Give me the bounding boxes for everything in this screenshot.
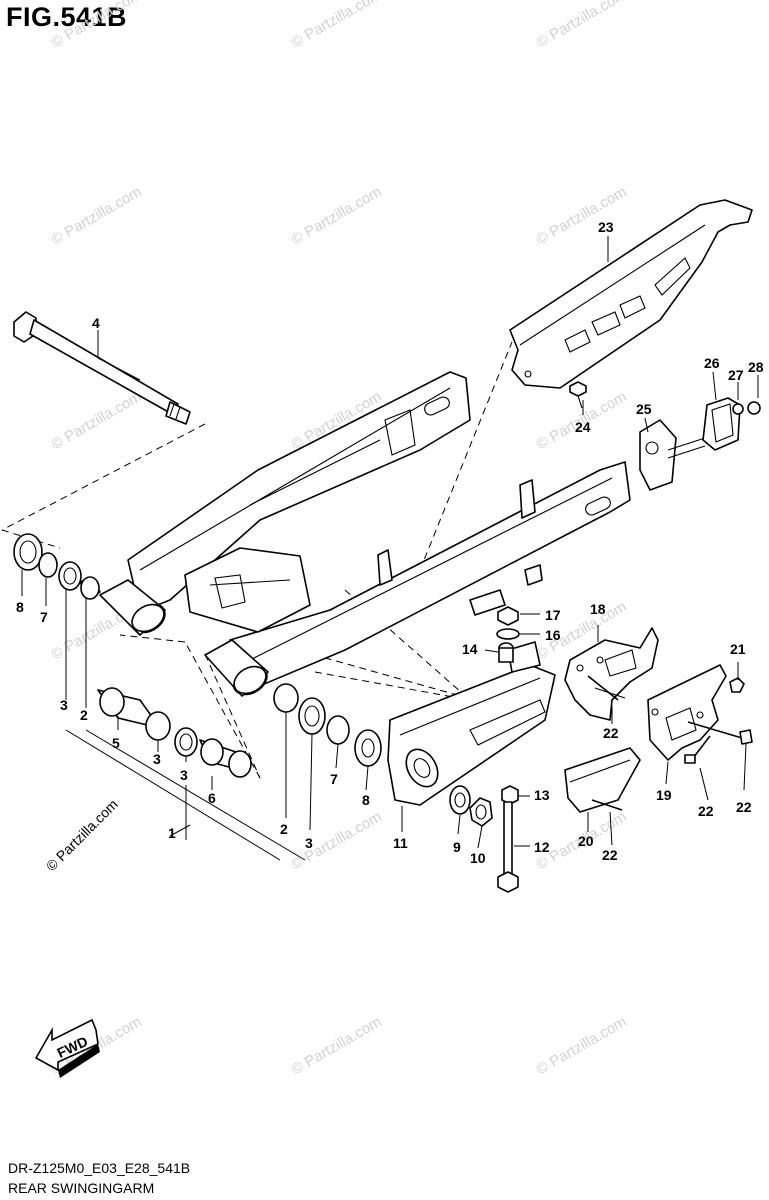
forward-arrow-icon: FWD — [34, 1018, 100, 1078]
figure-title: FIG.541B — [6, 2, 128, 32]
nut-washer-stack — [496, 606, 520, 805]
swingarm-pivot-shaft — [13, 311, 191, 425]
callout-labels: 4 23 24 25 26 27 28 8 7 3 2 5 3 3 6 1 2 … — [16, 219, 764, 866]
watermark: © Partzilla.com — [534, 1013, 630, 1078]
chain-guard — [509, 199, 753, 389]
callout-12: 12 — [534, 839, 550, 855]
watermark: © Partzilla.com — [43, 796, 121, 874]
callout-6: 6 — [208, 790, 216, 806]
callout-18: 20 — [578, 833, 594, 849]
callout-4: 4 — [92, 315, 100, 331]
long-bolt — [497, 801, 519, 893]
callout-3: 3 — [305, 835, 313, 851]
chain-adjuster — [639, 397, 761, 491]
diagram-code: DR-Z125M0_E03_E28_541B — [8, 1160, 191, 1176]
bearings-and-seals — [13, 533, 382, 778]
callout-20: 22 — [736, 799, 752, 815]
watermark: © Partzilla.com — [49, 183, 145, 248]
watermark: © Partzilla.com — [289, 808, 385, 873]
callout-27: 27 — [728, 367, 744, 383]
swingarm — [99, 371, 631, 697]
chain-guide — [387, 641, 556, 806]
callout-9: 9 — [453, 839, 461, 855]
small-bolts — [587, 675, 753, 811]
callout-5: 5 — [112, 735, 120, 751]
callout-3: 3 — [180, 767, 188, 783]
callout-19: 21 — [730, 641, 746, 657]
callout-3: 3 — [153, 751, 161, 767]
callout-21: 22 — [698, 803, 714, 819]
watermark: © Partzilla.com — [289, 0, 385, 51]
callout-24: 24 — [575, 419, 591, 435]
guide-block — [564, 747, 641, 813]
callout-16: 18 — [590, 601, 606, 617]
callout-2: 2 — [80, 707, 88, 723]
callout-22: 22 — [603, 725, 619, 741]
callout-17: 19 — [656, 787, 672, 803]
washer-and-nut — [449, 785, 493, 827]
assembly-outline — [1, 341, 513, 779]
watermark: © Partzilla.com — [289, 183, 385, 248]
callout-10: 10 — [470, 850, 486, 866]
watermark: © Partzilla.com — [289, 1013, 385, 1078]
callout-14: 16 — [545, 627, 561, 643]
watermark: © Partzilla.com — [49, 388, 145, 453]
callout-25: 25 — [636, 401, 652, 417]
callout-26: 26 — [704, 355, 720, 371]
callout-13: 14 — [462, 641, 478, 657]
watermark: © Partzilla.com — [49, 0, 145, 51]
callout-3: 3 — [60, 697, 68, 713]
callout-22: 22 — [602, 847, 618, 863]
callout-15: 17 — [545, 607, 561, 623]
callout-2: 2 — [280, 821, 288, 837]
diagram-caption: REAR SWINGINGARM — [8, 1180, 155, 1196]
callout-11: 11 — [393, 835, 408, 851]
callout-7: 7 — [40, 609, 48, 625]
watermark: © Partzilla.com — [534, 183, 630, 248]
side-bracket — [647, 664, 727, 761]
watermark: © Partzilla.com — [534, 0, 630, 51]
leader-lines — [21, 236, 759, 861]
callout-7: 7 — [330, 771, 338, 787]
callout-23: 23 — [598, 219, 614, 235]
callout-8: 8 — [362, 792, 370, 808]
callout-8: 8 — [16, 599, 24, 615]
bolt — [569, 381, 587, 409]
callout-1: 1 — [168, 825, 176, 841]
callout-13: 13 — [534, 787, 550, 803]
callout-28: 28 — [748, 359, 764, 375]
